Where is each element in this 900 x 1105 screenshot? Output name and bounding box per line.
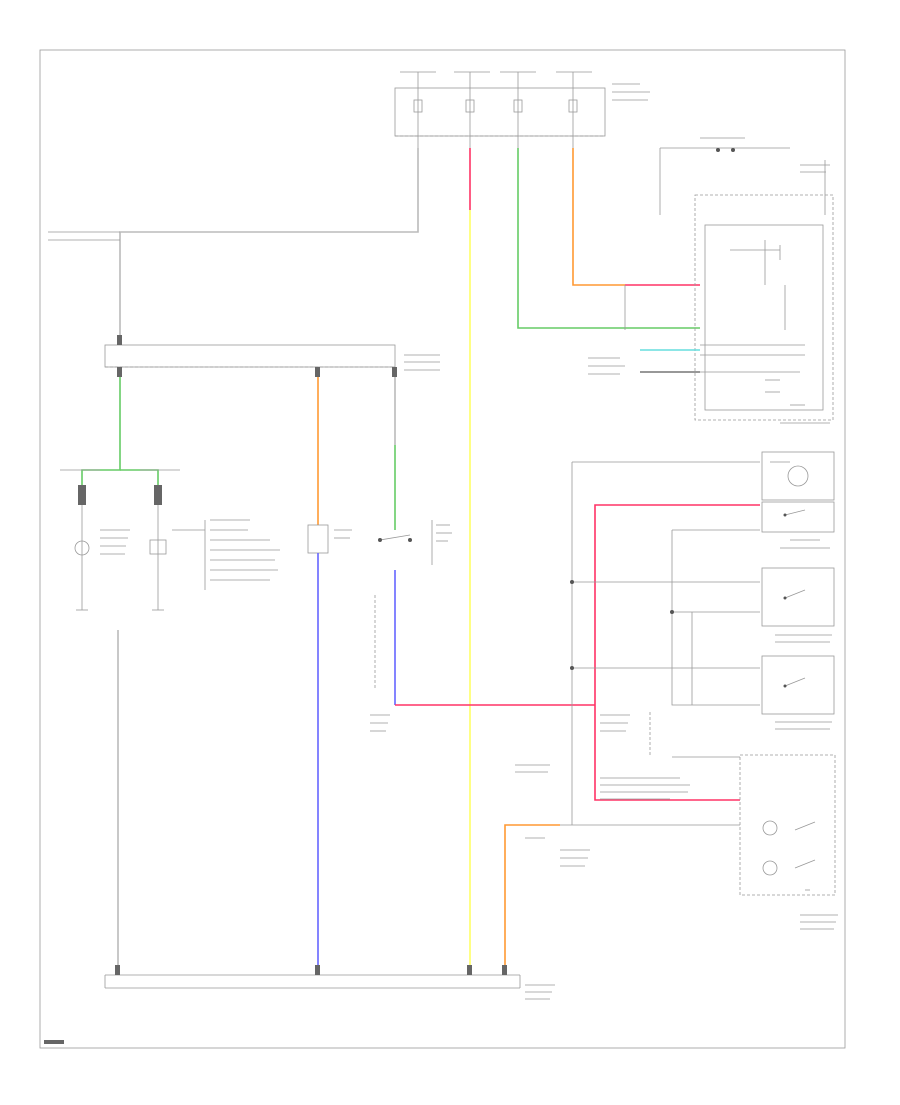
room-lamp-inner <box>704 224 824 411</box>
fuse-relay-box <box>394 71 650 148</box>
wire-orange-fuse4 <box>572 148 625 286</box>
room-lamp-outline <box>694 194 834 421</box>
switch-box-1 <box>761 501 835 549</box>
ground-connector <box>104 965 555 1000</box>
fuse-4 <box>568 72 578 148</box>
wire-gray-fuse1 <box>119 148 419 340</box>
page-tag-mark <box>44 1040 64 1044</box>
switch-box-3 <box>761 655 835 730</box>
wire-green-left-2 <box>120 469 159 485</box>
diagram-border <box>39 49 846 1049</box>
lamp-box-1 <box>761 451 835 501</box>
wire-red-to-bottom <box>594 705 740 801</box>
junction-connector <box>104 344 440 371</box>
wire-orange-bottom <box>504 824 560 975</box>
switch-module-bottom <box>739 754 838 930</box>
wire-green-fuse3 <box>517 148 700 329</box>
switch-box-2 <box>761 567 835 643</box>
wire-green-left <box>81 377 121 485</box>
lamp-left-1 <box>74 505 130 611</box>
room-lamp-module <box>659 137 834 424</box>
fuse-3 <box>513 72 523 148</box>
junction-outline <box>104 344 396 368</box>
fuse-2 <box>465 72 475 148</box>
switch-right <box>378 520 452 565</box>
wire-red-vertical <box>594 504 760 705</box>
lamp-left-2 <box>149 505 280 611</box>
switch-center <box>307 524 352 554</box>
wire-dark-vertical <box>671 530 760 706</box>
fuse-1 <box>413 72 423 148</box>
